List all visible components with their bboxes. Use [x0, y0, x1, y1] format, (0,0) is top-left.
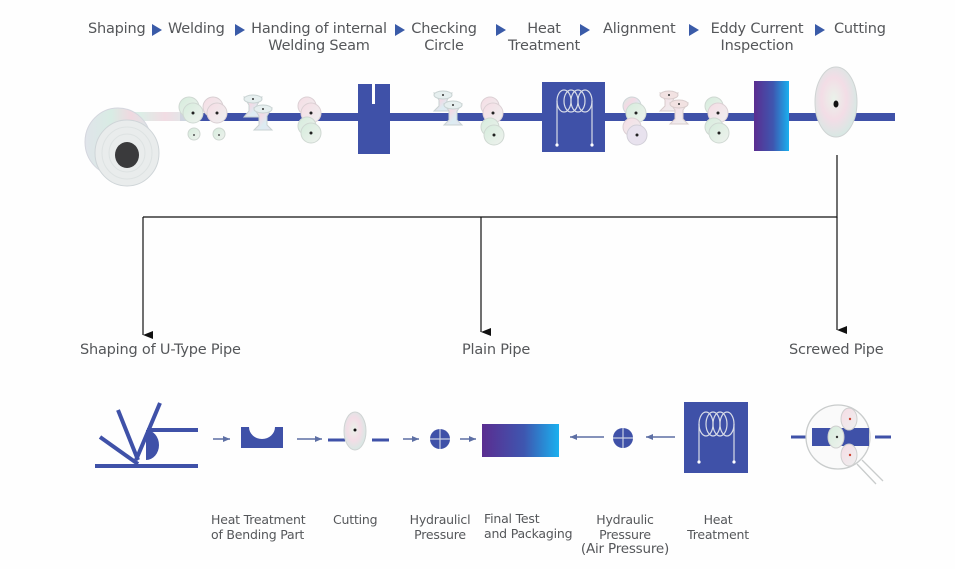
bottom-heat-treatment-icon — [684, 402, 748, 473]
step-label-line: Checking — [411, 21, 477, 37]
screwed-pipe-magnifier-icon — [791, 404, 891, 485]
stage-label-line: Pressure — [599, 527, 651, 542]
stage-label-line: Pressure — [414, 527, 466, 542]
step-label-line: Treatment — [508, 38, 580, 54]
step-label-heat-treatment: Heat Treatment — [504, 21, 584, 55]
step-label-line: Welding Seam — [268, 38, 370, 54]
branch-label-u-type-pipe: Shaping of U-Type Pipe — [80, 342, 241, 358]
welding-rollers-icon — [242, 94, 274, 131]
step-label-welding: Welding — [168, 21, 225, 37]
hydraulic-pressure-icon — [430, 429, 450, 449]
final-test-packaging-icon — [482, 424, 559, 457]
step-label-checking-circle: Checking Circle — [409, 21, 479, 55]
checking-block-icon — [358, 84, 390, 154]
branch-label-plain-pipe: Plain Pipe — [462, 342, 531, 358]
stage-label-line: and Packaging — [484, 526, 573, 541]
step-label-line: Circle — [424, 38, 464, 54]
right-triangle-icon — [152, 24, 162, 36]
steel-coil-icon — [84, 107, 190, 187]
right-triangle-icon — [580, 24, 590, 36]
right-triangle-icon — [689, 24, 699, 36]
stage-label-heat-treatment: Heat Treatment — [683, 512, 753, 542]
step-label-cutting: Cutting — [834, 21, 886, 37]
stage-label-line: Cutting — [333, 512, 378, 527]
cut-pipe-segment — [862, 113, 895, 121]
right-triangle-icon — [496, 24, 506, 36]
stage-label-cutting: Cutting — [333, 512, 378, 527]
alignment-rollers-icon — [622, 90, 730, 146]
u-type-bending-icon — [95, 402, 198, 468]
eddy-current-inspector-icon — [754, 81, 789, 151]
heat-treatment-coil-icon — [542, 82, 605, 152]
right-triangle-icon — [395, 24, 405, 36]
bottom-cutting-disc-icon — [328, 411, 389, 451]
step-label-shaping: Shaping — [88, 21, 146, 37]
step-label-line: Handing of internal — [251, 21, 387, 37]
stage-label-final-test: Final Test and Packaging — [484, 511, 573, 541]
branch-connectors — [142, 155, 847, 339]
stage-label-line: Hydraulic — [596, 512, 654, 527]
stage-label-line: Heat — [703, 512, 733, 527]
step-label-line: Heat — [527, 21, 561, 37]
air-pressure-icon — [613, 428, 633, 448]
step-label-line: Inspection — [720, 38, 794, 54]
branch-label-screwed-pipe: Screwed Pipe — [789, 342, 884, 358]
stage-label-air-pressure: Hydraulic Pressure (Air Pressure) — [578, 512, 672, 557]
right-triangle-icon — [235, 24, 245, 36]
bending-part-heat-icon — [241, 427, 283, 448]
stage-label-line: Heat Treatment — [211, 512, 306, 527]
main-pipe-strip — [180, 113, 895, 121]
step-label-handing-seam: Handing of internal Welding Seam — [251, 21, 387, 55]
step-label-eddy-current: Eddy Current Inspection — [705, 21, 809, 55]
step-label-line: Eddy Current — [710, 21, 804, 37]
seam-rollers-icon — [297, 96, 322, 144]
stage-label-line: (Air Pressure) — [580, 541, 670, 557]
stage-label-line: Treatment — [687, 527, 749, 542]
stage-label-line: Final Test — [484, 511, 540, 526]
right-triangle-icon — [815, 24, 825, 36]
stage-label-line: of Bending Part — [211, 527, 305, 542]
stage-label-hydraulic: Hydraulicl Pressure — [407, 512, 473, 542]
checking-rollers-icon — [432, 90, 505, 146]
connector-line — [143, 155, 838, 218]
shaping-rollers-icon — [178, 96, 228, 141]
cutting-disc-icon — [814, 66, 858, 138]
step-label-alignment: Alignment — [603, 21, 676, 37]
stage-label-bending-heat: Heat Treatment of Bending Part — [211, 512, 306, 542]
stage-label-line: Hydraulicl — [409, 512, 471, 527]
